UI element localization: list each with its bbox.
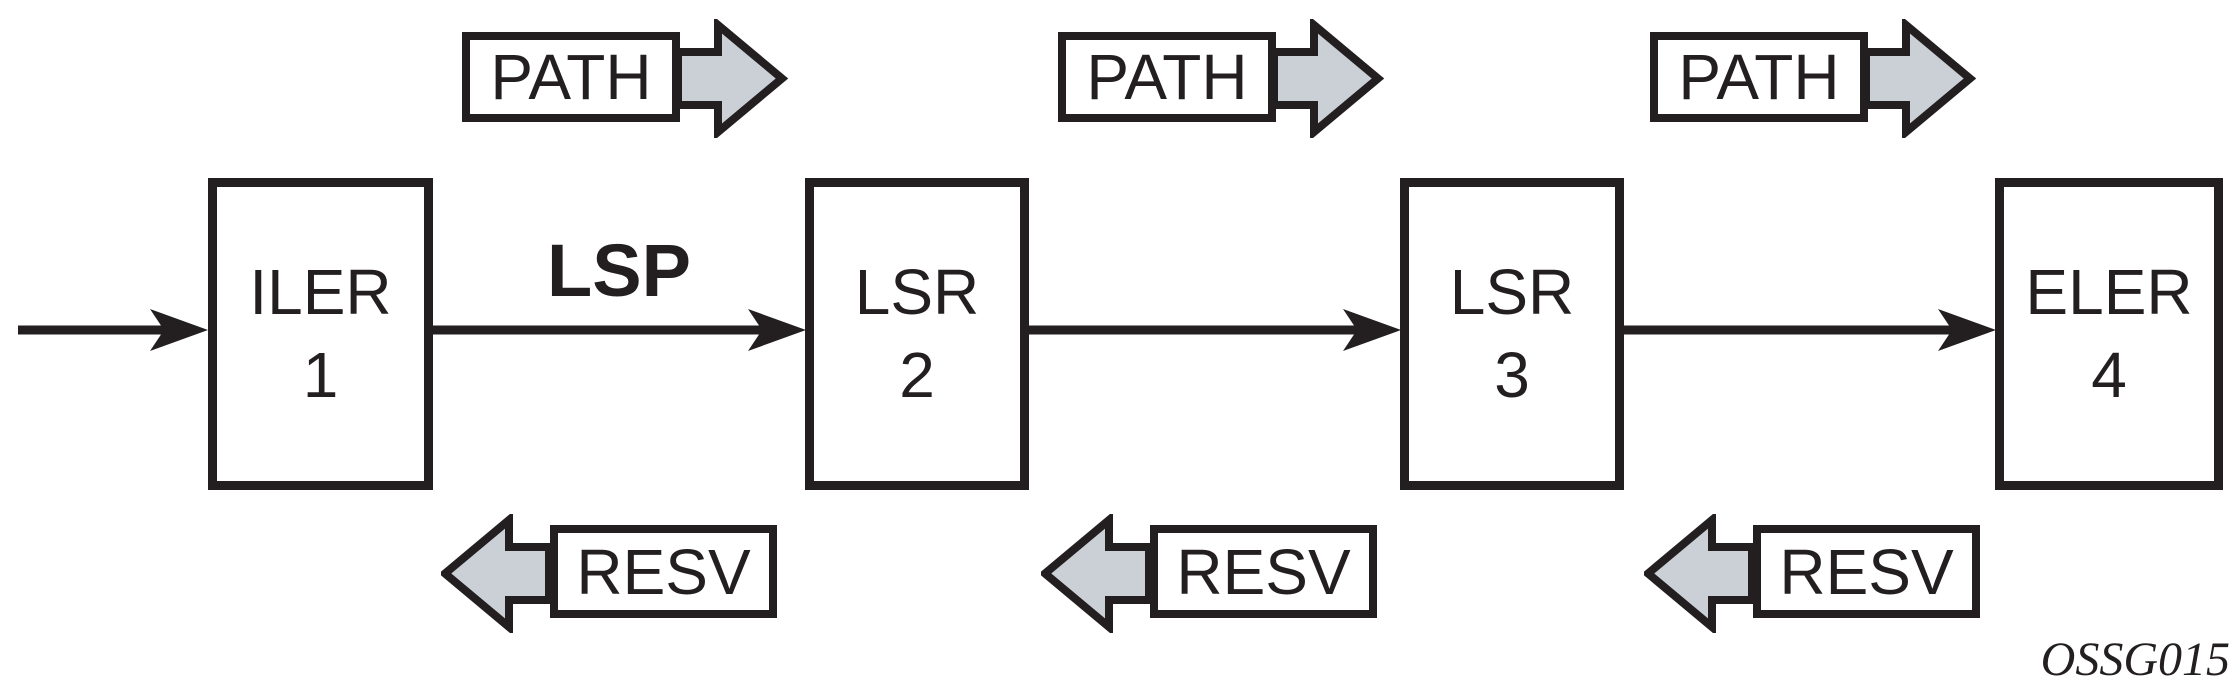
- arrowhead: [1938, 309, 1996, 351]
- path-arrow-right-shape: [1270, 19, 1385, 138]
- resv-message-3-box: RESV: [1753, 525, 1980, 618]
- resv-arrow-left-shape: [1644, 514, 1756, 633]
- resv-message-2-label: RESV: [1176, 535, 1351, 608]
- node-label: LSR: [854, 255, 980, 328]
- resv-message-3: RESV: [1644, 514, 1980, 633]
- resv-arrow-left-icon: [1041, 514, 1153, 633]
- path-message-2-label: PATH: [1086, 41, 1248, 113]
- lsp-arrow-lsr2-lsr3: [1028, 309, 1401, 351]
- path-message-1-label: PATH: [490, 41, 652, 113]
- path-arrow-right-shape: [1862, 19, 1977, 138]
- resv-arrow-left-icon: [1644, 514, 1756, 633]
- resv-arrow-left-shape: [441, 514, 553, 633]
- resv-arrow-left-icon: [441, 514, 553, 633]
- node-eler-4: ELER 4: [1995, 178, 2223, 490]
- path-message-2-box: PATH: [1058, 32, 1276, 122]
- resv-arrow-left-shape: [1041, 514, 1153, 633]
- node-lsr-3-text: LSR 3: [1450, 251, 1575, 417]
- lsp-label: LSP: [547, 229, 691, 312]
- path-message-1-box: PATH: [462, 32, 680, 122]
- node-label: ILER: [249, 255, 392, 328]
- resv-message-1: RESV: [441, 514, 777, 633]
- arrowhead: [1343, 309, 1401, 351]
- node-lsr-3: LSR 3: [1400, 178, 1624, 490]
- path-message-3-box: PATH: [1650, 32, 1868, 122]
- node-eler-4-text: ELER 4: [2025, 251, 2192, 417]
- lsp-arrow-lsr3-eler4: [1623, 309, 1996, 351]
- node-number: 1: [302, 339, 339, 411]
- path-message-3: PATH: [1650, 19, 1990, 138]
- resv-message-3-label: RESV: [1779, 535, 1954, 608]
- node-number: 4: [2091, 339, 2127, 411]
- node-lsr-2-text: LSR 2: [855, 251, 980, 417]
- resv-message-1-label: RESV: [576, 535, 751, 608]
- figure-id: OSSG015: [2040, 633, 2230, 686]
- resv-message-2-box: RESV: [1150, 525, 1377, 618]
- path-arrow-right-icon: [674, 19, 789, 138]
- ingress-flow-arrow: [18, 309, 208, 351]
- arrowhead: [150, 309, 208, 351]
- path-arrow-right-shape: [674, 19, 789, 138]
- node-lsr-2: LSR 2: [805, 178, 1029, 490]
- node-number: 2: [899, 339, 935, 411]
- path-arrow-right-icon: [1862, 19, 1977, 138]
- node-label: LSR: [1449, 255, 1575, 328]
- path-arrow-right-icon: [1270, 19, 1385, 138]
- lsp-arrow-iler1-lsr2: [432, 309, 806, 351]
- resv-message-2: RESV: [1041, 514, 1377, 633]
- resv-message-1-box: RESV: [550, 525, 777, 618]
- node-label: ELER: [2025, 255, 2193, 328]
- node-iler-1: ILER 1: [208, 178, 433, 490]
- arrowhead: [748, 309, 806, 351]
- path-message-2: PATH: [1058, 19, 1398, 138]
- path-message-3-label: PATH: [1678, 41, 1840, 113]
- path-message-1: PATH: [462, 19, 802, 138]
- node-number: 3: [1494, 339, 1530, 411]
- node-iler-1-text: ILER 1: [249, 251, 391, 417]
